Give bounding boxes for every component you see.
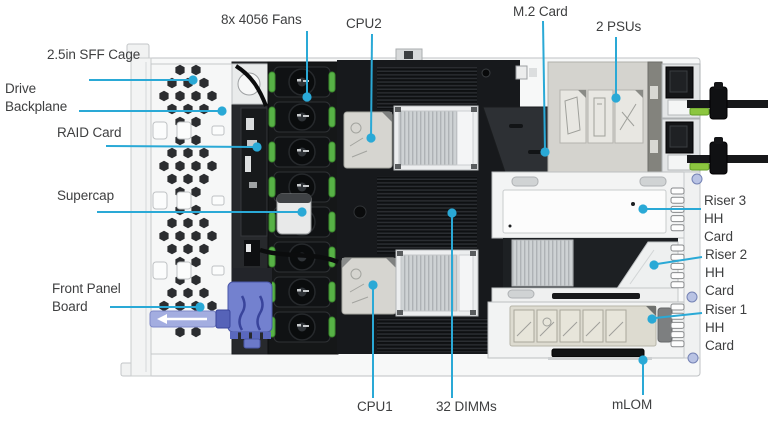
fan-cage-latch [227, 268, 273, 349]
front-panel-pull-tab [149, 309, 231, 329]
psu-clip-green-1 [689, 107, 710, 116]
raid-card [240, 107, 268, 237]
label-supercap: Supercap [57, 188, 114, 203]
label-sff-cage: 2.5in SFF Cage [47, 47, 141, 62]
callout-front-panel-board [110, 302, 205, 312]
pcie-bracket-vents-2 [670, 244, 685, 289]
cable-connector [244, 240, 260, 266]
psu-label-panels [559, 89, 644, 144]
thumbscrew-1 [691, 173, 703, 185]
cpu1-heatsink [395, 249, 479, 317]
callout-psus [611, 37, 621, 103]
callout-cpu2 [366, 33, 376, 143]
cable [259, 247, 339, 265]
label-front-panel-board: Front Panel Board [52, 281, 121, 314]
callout-fans [302, 31, 312, 102]
callout-riser3 [638, 204, 701, 214]
callout-drive-backplane [79, 106, 227, 116]
psu-clip-green-2 [689, 162, 710, 171]
callout-sff-cage [89, 75, 198, 85]
label-raid-card: RAID Card [57, 125, 122, 140]
callout-raid-card [105, 142, 262, 152]
label-mlom: mLOM [612, 397, 653, 412]
riser2-heatsink-fins [511, 239, 574, 287]
label-m2-card: M.2 Card [513, 4, 568, 19]
fan-module [268, 66, 336, 98]
dimm-bank-top [377, 67, 477, 109]
pcie-bracket-vents-3 [670, 303, 685, 348]
label-riser1: Riser 1 HH Card [705, 302, 748, 353]
thumbscrew-3 [687, 352, 699, 364]
psu-handle-2 [687, 137, 768, 175]
callout-mlom [638, 355, 648, 395]
drive-cage [150, 63, 233, 355]
riser1-label [509, 305, 673, 347]
label-dimms: 32 DIMMs [436, 399, 497, 414]
cage-slots [152, 121, 225, 280]
mlom-slot [551, 348, 645, 358]
riser-divider [491, 287, 679, 303]
thumbscrew-2 [686, 291, 698, 303]
label-fans: 8x 4056 Fans [221, 12, 302, 27]
label-riser3: Riser 3 HH Card [704, 193, 747, 244]
dimm-bank-middle [377, 176, 477, 254]
cpu2-heatsink [393, 105, 479, 171]
callout-lines [79, 20, 703, 398]
callout-riser1 [647, 312, 703, 324]
riser2-row [503, 238, 679, 291]
riser1-tray [487, 301, 701, 360]
callout-cpu1 [368, 280, 378, 398]
supercap [276, 193, 312, 235]
fan-module [268, 276, 336, 308]
rear-bracket-rail [683, 171, 701, 359]
label-psus: 2 PSUs [596, 19, 642, 34]
callout-m2-card [540, 20, 550, 157]
front-bezel [130, 57, 152, 377]
label-riser2: Riser 2 HH Card [705, 247, 748, 298]
callout-dimms [447, 208, 457, 398]
psu-handle-1 [687, 82, 768, 120]
callout-supercap [97, 207, 307, 217]
fan-module [268, 311, 336, 343]
psu-bay [547, 61, 663, 173]
fan-module [268, 136, 336, 168]
dimm-bank-bottom [377, 318, 495, 352]
label-drive-backplane: Drive Backplane [5, 81, 68, 114]
label-cpu1: CPU1 [357, 399, 393, 414]
riser3-tray [491, 171, 701, 239]
fan-module [268, 101, 336, 133]
callout-riser2 [649, 256, 703, 270]
label-cpu2: CPU2 [346, 16, 382, 31]
m2-shroud [482, 106, 557, 173]
